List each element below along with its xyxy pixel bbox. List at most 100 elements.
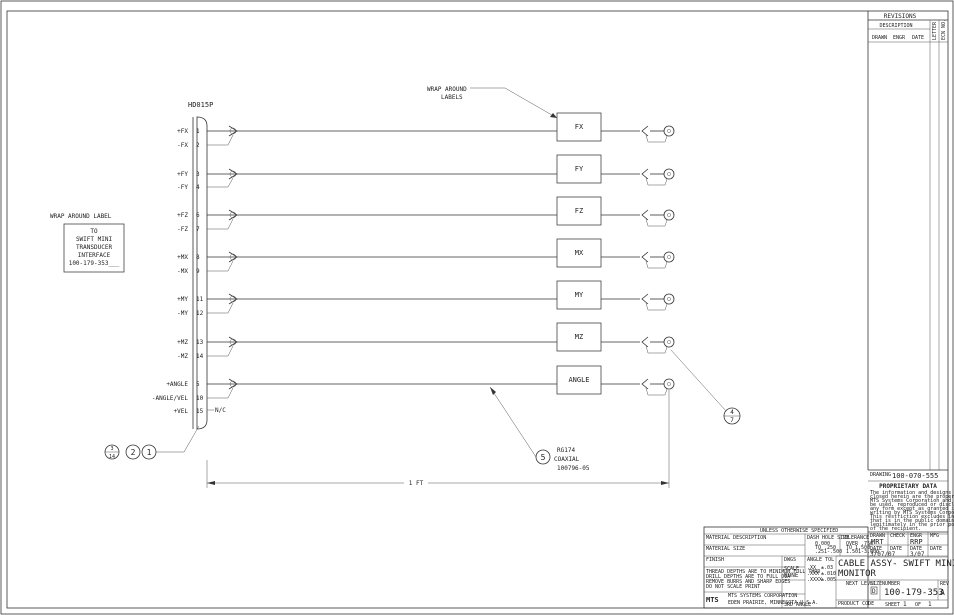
svg-text:7: 7 — [730, 417, 734, 424]
proprietary-text-line: of the recipient. — [870, 526, 921, 532]
mts-logo: MTS — [706, 596, 719, 604]
sheet-label: SHEET — [885, 602, 900, 608]
first-angle: 3RD ANGLE — [784, 602, 811, 608]
pin-number: 2 — [196, 142, 200, 149]
material-description: MATERIAL DESCRIPTION — [706, 535, 766, 541]
proprietary-text-line: be used, reproduced or disclosed in — [870, 502, 954, 508]
general-note: REMOVE BURRS AND SHARP EDGES — [706, 579, 790, 585]
pin-signal-label: +ANGLE — [166, 381, 188, 388]
approval-engr-date: 3/07 — [910, 551, 925, 558]
balloon-1-text: 1 — [147, 448, 152, 457]
balloon-2-text: 2 — [131, 448, 136, 457]
approval-engr-value: RRP — [910, 538, 923, 546]
tolerance-range: TO .250 — [815, 545, 836, 551]
drawing-border — [6, 10, 949, 609]
revisions-title: REVISIONS — [884, 13, 917, 20]
general-note: DO NOT SCALE PRINT — [706, 584, 760, 590]
no-connect-label: N/C — [215, 407, 226, 414]
coax-connector — [663, 251, 675, 263]
wrap-label-text: FX — [575, 123, 584, 131]
coax-connector — [663, 293, 675, 305]
approval-drawn-value: MRT — [871, 538, 884, 546]
general-note: THREAD DEPTHS ARE TO MINIMUM FULL THRD — [706, 569, 820, 575]
scale-value: NONE — [784, 572, 799, 579]
proprietary-block: DRAWING 100-070-555 PROPRIETARY DATA The… — [868, 469, 954, 558]
pin-signal-label: +FZ — [177, 212, 188, 219]
coax-connector — [663, 378, 675, 390]
pin-number: 12 — [196, 310, 204, 317]
termination-left — [228, 378, 238, 390]
termination-left — [228, 209, 238, 221]
approval-drawn-label: DRAWN — [870, 533, 885, 539]
pin-number: 5 — [196, 381, 200, 388]
termination-right — [641, 336, 649, 348]
tolerance-range: 0.000 — [815, 541, 830, 547]
pin-signal-label: -MZ — [177, 353, 188, 360]
shield-wire — [207, 260, 234, 272]
shield-wire — [207, 218, 234, 230]
left-label-title: WRAP AROUND LABEL — [50, 213, 112, 220]
approval-engr-label: ENGR — [910, 533, 923, 539]
shield-wire — [207, 302, 234, 314]
pin-signal-label: +MZ — [177, 339, 188, 346]
drawing-number: 100-070-555 — [892, 472, 938, 480]
size-value: D — [872, 588, 876, 595]
pin-signal-label: -FX — [177, 142, 188, 149]
pin-number: 11 — [196, 296, 204, 303]
tolerance-value: ±.005 — [821, 577, 836, 583]
title-block: UNLESS OTHERWISE SPECIFIED MATERIAL DESC… — [703, 526, 954, 609]
tolerance-range: TO 1.500 — [846, 545, 870, 551]
revisions-block: REVISIONS DESCRIPTION DRAWN ENGR DATE LE… — [867, 11, 948, 470]
tolerance-precision: .XXX — [807, 571, 819, 577]
termination-right — [641, 168, 649, 180]
size-label: SIZE — [870, 581, 882, 587]
finish-label: FINISH — [706, 557, 724, 563]
tolerance-range: 1.501-3.000 — [846, 549, 879, 555]
pin-number: 4 — [196, 184, 200, 191]
approval-mfg-label: MFG — [930, 533, 939, 539]
termination-right — [641, 378, 649, 390]
approval-check-label: CHECK — [890, 533, 905, 539]
revisions-date: DATE — [912, 35, 924, 41]
pin-number: 10 — [196, 395, 204, 402]
wrap-label-box — [556, 196, 602, 226]
balloon-5-text: 5 — [541, 453, 546, 462]
termination-left — [228, 293, 238, 305]
next-level: NEXT LEVEL — [846, 581, 876, 587]
coax-connector — [663, 125, 675, 137]
svg-text:3: 3 — [110, 446, 113, 452]
product-code: PRODUCT CODE — [838, 601, 874, 607]
rev-label: REV — [940, 581, 949, 587]
sheet-value: 1 — [903, 601, 907, 608]
connector-title: HD015P — [188, 101, 213, 109]
approval-date-label-4: DATE — [930, 546, 942, 552]
termination-right — [641, 125, 649, 137]
pin-signal-label: -FZ — [177, 226, 188, 233]
pin-signal-label: -MX — [177, 268, 188, 275]
company-address: EDEN PRAIRIE, MINNESOTA U.S.A. — [728, 600, 818, 606]
balloon-2 — [125, 444, 141, 460]
termination-right — [641, 251, 649, 263]
left-label-box — [63, 223, 125, 273]
left-label-line1: TO — [90, 228, 98, 235]
pin-signal-label: +VEL — [174, 408, 189, 415]
pin-signal-label: -ANGLE/VEL — [152, 395, 189, 402]
shield-wire — [207, 134, 234, 146]
shield-wire — [207, 345, 234, 357]
left-label-line3: TRANSDUCER — [76, 244, 113, 251]
shield-wire — [207, 387, 234, 399]
balloon-5 — [535, 449, 551, 465]
left-label-line2: SWIFT MINI — [76, 236, 113, 243]
cable-line3: 100796-05 — [557, 465, 590, 472]
pin-signal-label: +MX — [177, 254, 188, 261]
dash-hole-size: DASH HOLE SIZE — [807, 535, 849, 541]
pin-number: 7 — [196, 226, 200, 233]
proprietary-text-line: This restriction excludes information — [870, 514, 954, 520]
approval-date-label: DATE — [870, 546, 882, 552]
title-line2: MONITOR — [838, 569, 877, 579]
svg-text:4: 4 — [730, 409, 734, 416]
cable-line1: RG174 — [557, 447, 575, 454]
svg-text:14: 14 — [109, 454, 115, 460]
